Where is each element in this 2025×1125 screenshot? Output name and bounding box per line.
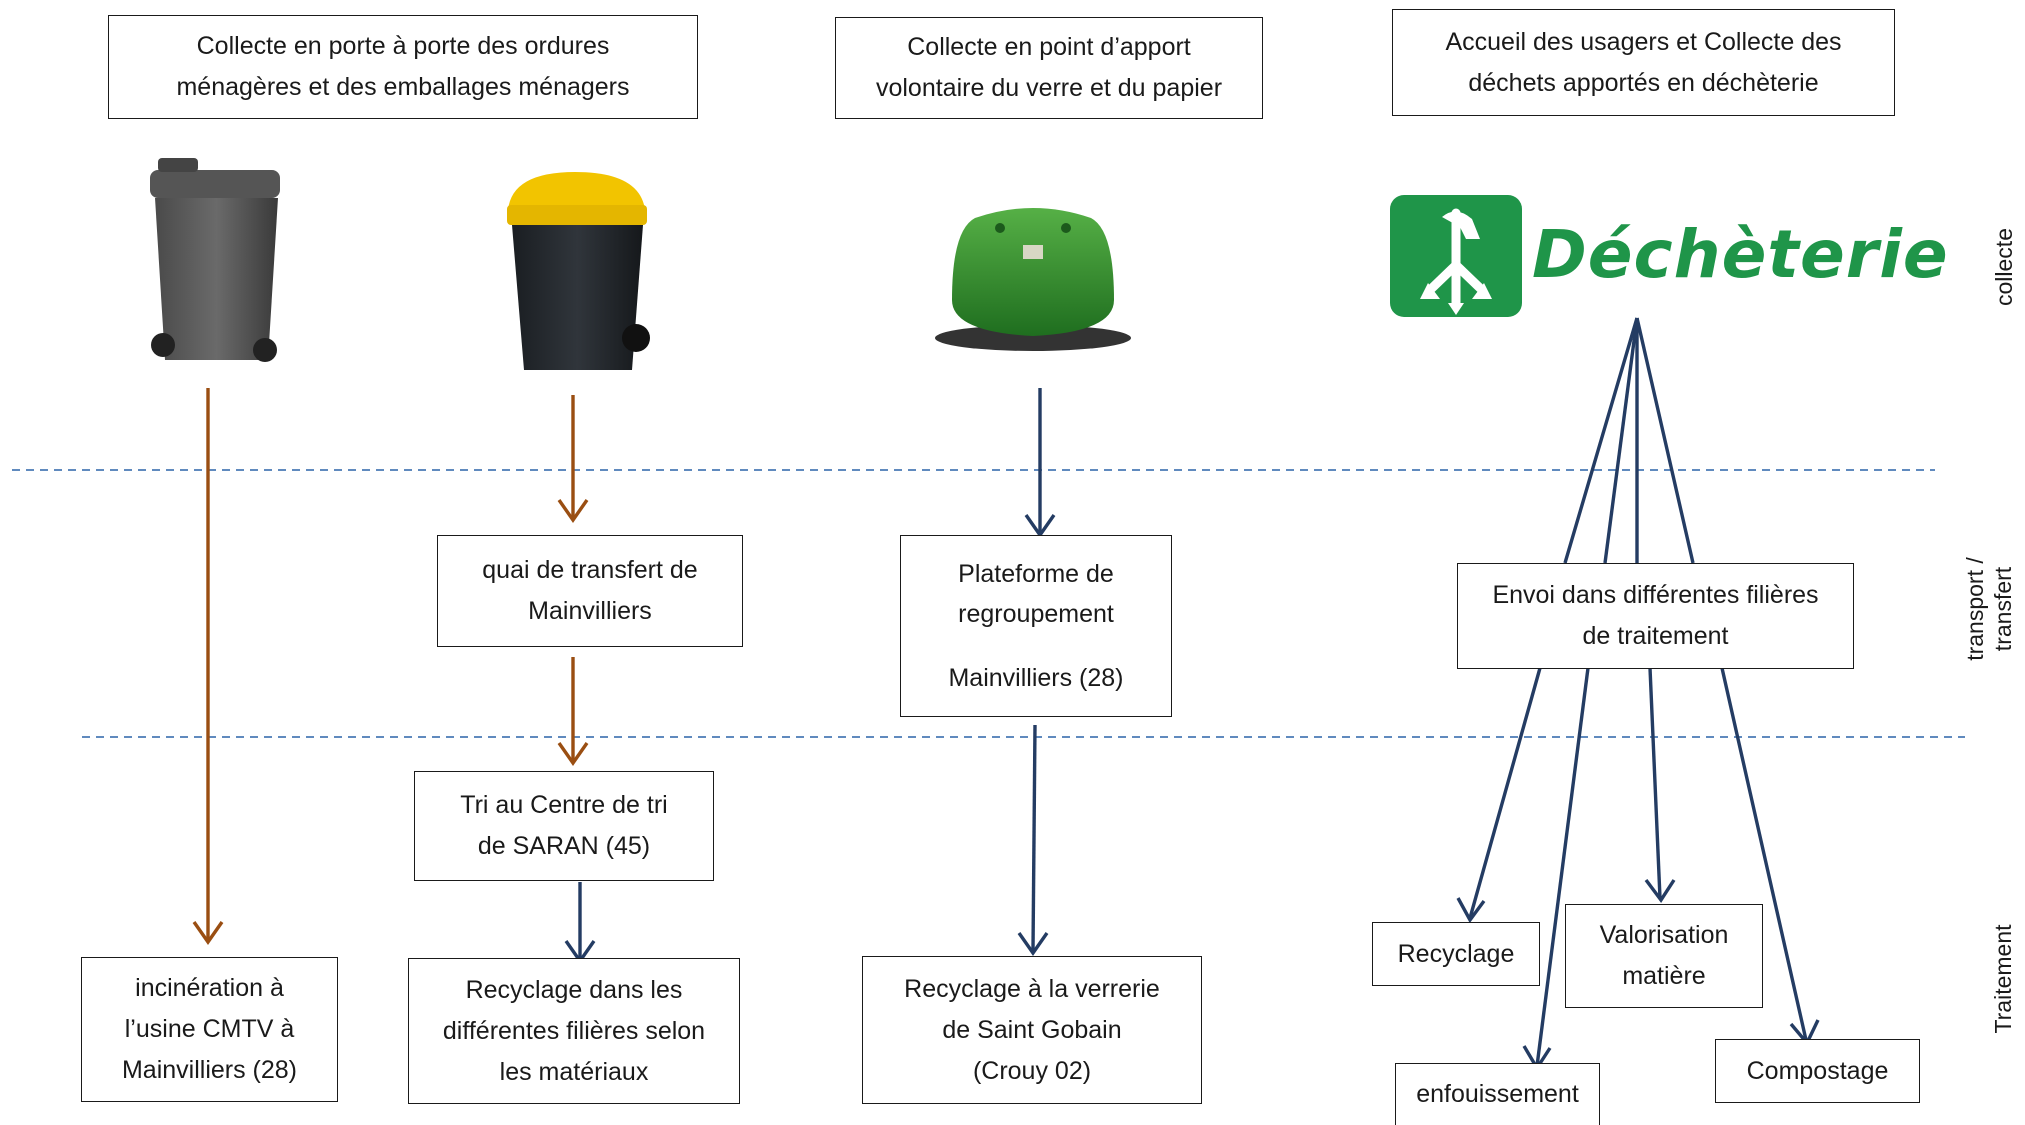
box-line: déchets apportés en déchèterie [1468, 68, 1819, 97]
side-label-collecte: collecte [1990, 212, 2020, 322]
box-envoi-filieres: Envoi dans différentes filières de trait… [1457, 563, 1854, 669]
box-tri-saran: Tri au Centre de tri de SARAN (45) [414, 771, 714, 881]
box-line: Recyclage à la verrerie [904, 974, 1160, 1003]
dechetterie-logo-text: Déchèterie [1532, 216, 1949, 293]
box-plateforme-regroupement: Plateforme de regroupement Mainvilliers … [900, 535, 1172, 717]
box-line: Mainvilliers (28) [948, 664, 1124, 692]
box-line: enfouissement [1416, 1080, 1579, 1108]
side-label-line: Traitement [1990, 924, 2016, 1034]
box-line: Recyclage [1397, 939, 1515, 968]
side-label-transport: transport / transfert [1961, 544, 2019, 674]
box-line: Recyclage dans les [465, 975, 683, 1004]
box-line: Compostage [1746, 1056, 1889, 1085]
box-line: Accueil des usagers et Collecte des [1445, 27, 1842, 56]
box-collecte-porte-a-porte: Collecte en porte à porte des ordures mé… [108, 15, 698, 119]
glass-container-illustration [935, 208, 1131, 351]
navy-arrows [564, 317, 1820, 1072]
box-quai-transfert: quai de transfert de Mainvilliers [437, 535, 743, 647]
box-recyclage-verrerie: Recyclage à la verrerie de Saint Gobain … [862, 956, 1202, 1104]
box-line: de Saint Gobain [942, 1015, 1122, 1044]
box-line: les matériaux [499, 1057, 649, 1086]
box-line: matière [1622, 962, 1706, 990]
box-line: ménagères et des emballages ménagers [176, 73, 630, 101]
side-label-line: transport / [1962, 557, 1988, 661]
box-line: Valorisation [1599, 921, 1729, 949]
box-line: Tri au Centre de tri [460, 791, 668, 819]
grey-bin-illustration [150, 158, 280, 362]
box-line: de SARAN (45) [477, 832, 651, 860]
box-line: Mainvilliers [528, 597, 652, 625]
box-line: quai de transfert de [482, 556, 698, 584]
box-line: de traitement [1582, 622, 1729, 650]
dechetterie-logo: Déchèterie [1390, 195, 1948, 320]
box-incineration: incinération à l’usine CMTV à Mainvillie… [81, 957, 338, 1102]
box-line: Plateforme de [958, 560, 1114, 588]
box-line: incinération à [135, 974, 284, 1002]
box-line: Envoi dans différentes filières [1492, 581, 1819, 609]
box-line: Collecte en point d’apport [907, 33, 1191, 61]
box-line: regroupement [958, 600, 1114, 628]
brown-arrows [192, 388, 589, 945]
side-label-traitement: Traitement [1989, 917, 2019, 1041]
box-line: volontaire du verre et du papier [875, 74, 1223, 102]
box-line: l’usine CMTV à [124, 1015, 295, 1043]
box-valorisation-matiere: Valorisation matière [1565, 904, 1763, 1008]
side-label-line: transfert [1990, 566, 2016, 652]
dechetterie-logo-badge-icon [1390, 195, 1522, 317]
box-line: (Crouy 02) [972, 1056, 1092, 1085]
box-recyclage: Recyclage [1372, 922, 1540, 986]
box-line: Collecte en porte à porte des ordures [196, 32, 610, 60]
box-compostage: Compostage [1715, 1039, 1920, 1103]
box-enfouissement: enfouissement [1395, 1063, 1600, 1125]
box-collecte-apport-volontaire: Collecte en point d’apport volontaire du… [835, 17, 1263, 119]
box-recyclage-filieres: Recyclage dans les différentes filières … [408, 958, 740, 1104]
yellow-bin-illustration [507, 172, 650, 370]
box-line: Mainvilliers (28) [121, 1056, 298, 1084]
box-accueil-dechetterie: Accueil des usagers et Collecte des déch… [1392, 9, 1895, 116]
box-line: différentes filières selon [442, 1016, 706, 1045]
side-label-line: collecte [1991, 228, 2017, 306]
hand-arrows-icon [1420, 208, 1492, 315]
